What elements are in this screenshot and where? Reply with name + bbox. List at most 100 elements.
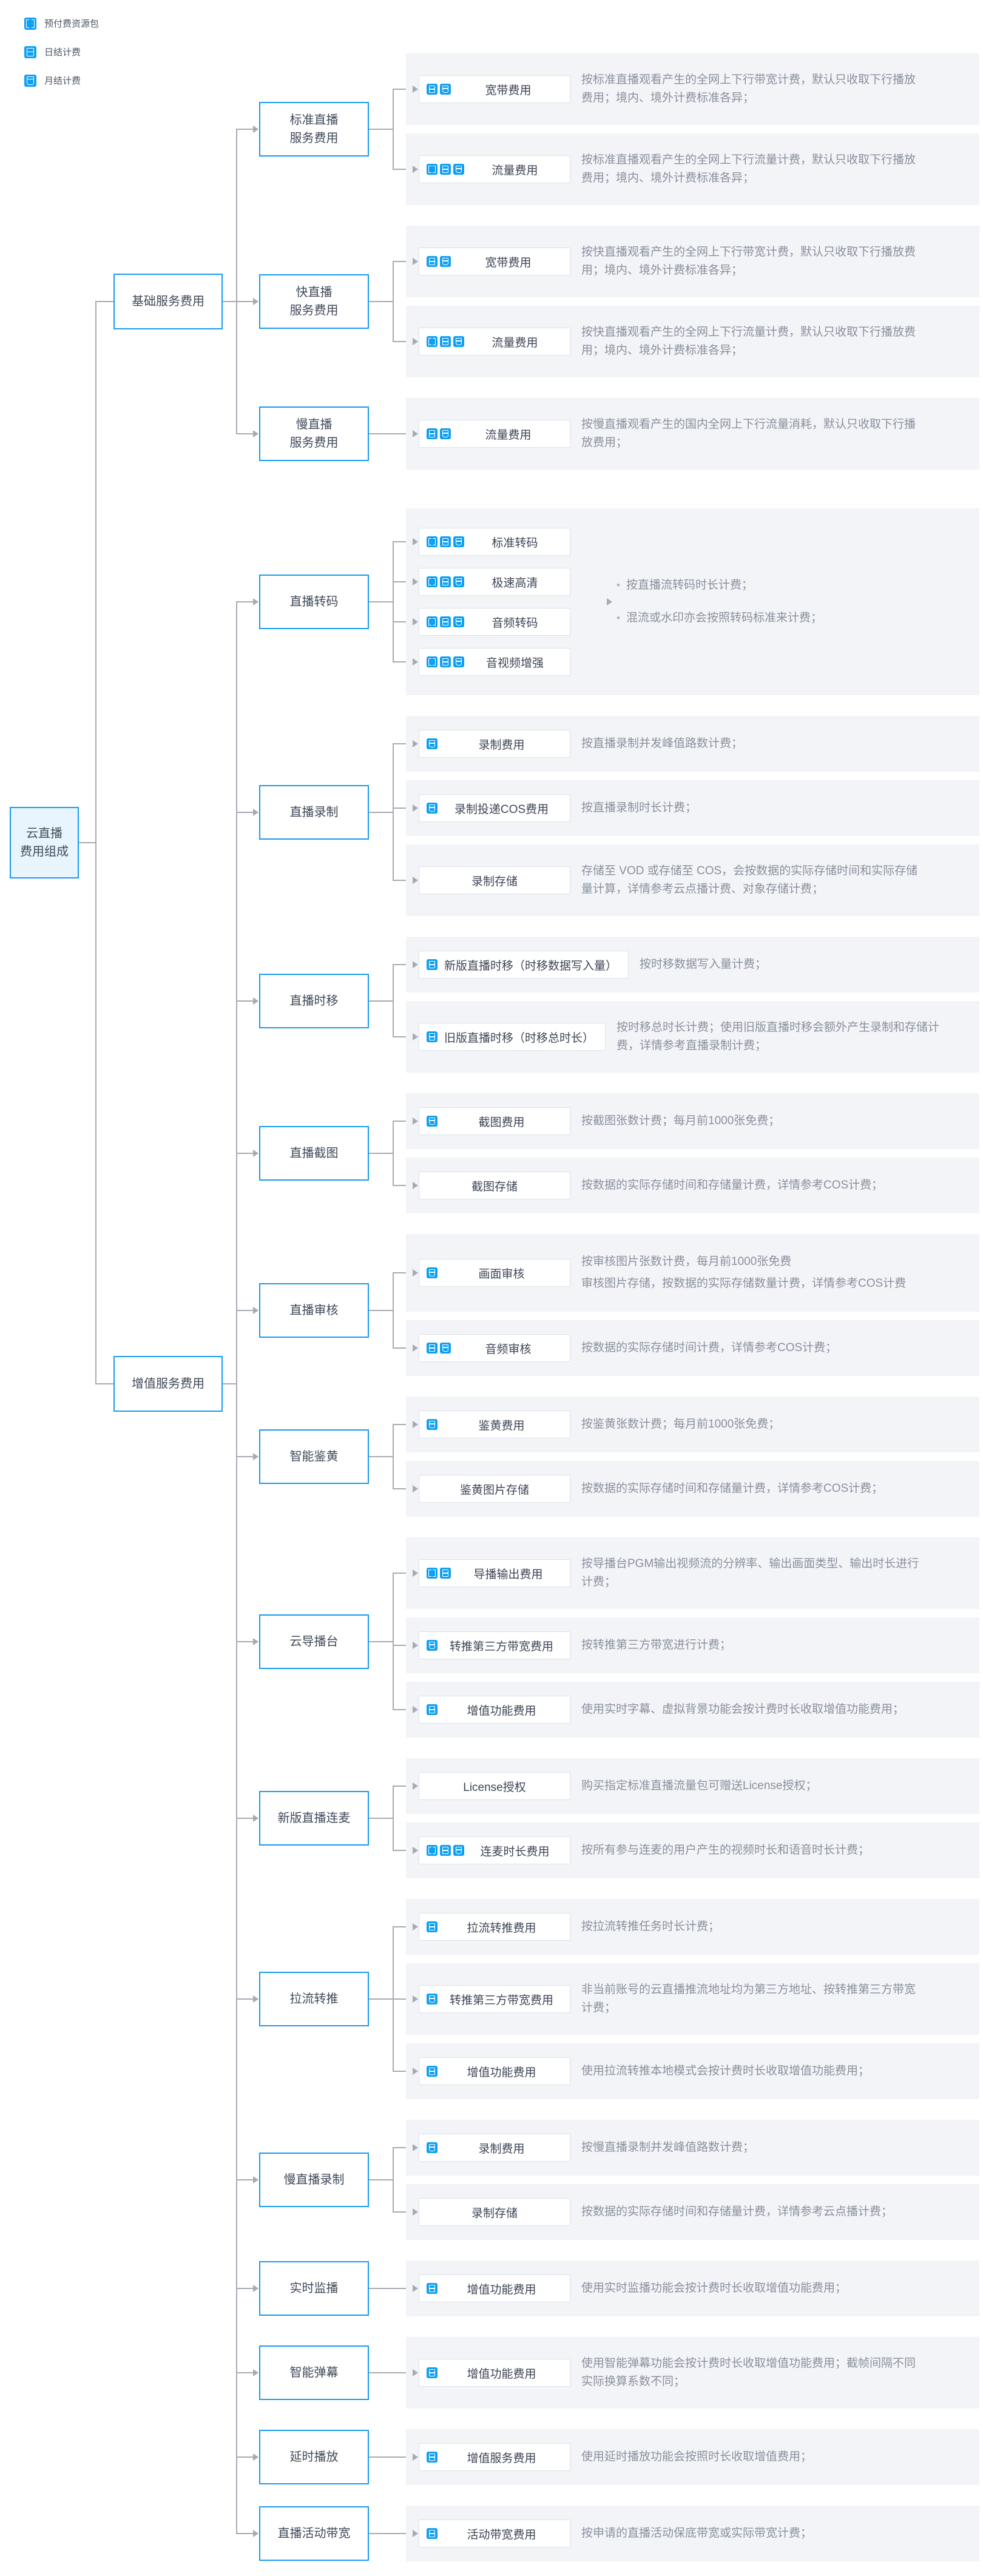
billing-icons	[427, 164, 464, 175]
connector-line	[236, 129, 237, 434]
connector-line	[369, 2456, 413, 2458]
leaf-box: 录制投递COS费用	[419, 794, 570, 822]
leaf-box: 流量费用	[419, 420, 570, 448]
legend-label: 预付费资源包	[44, 19, 100, 29]
leaf-box: 宽带费用	[419, 75, 570, 103]
connector-line	[369, 2179, 393, 2180]
fee-row: 连麦时长费用按所有参与连麦的用户产生的视频时长和语音时长计费；	[406, 1822, 979, 1878]
connector-line	[237, 301, 258, 302]
arrow-head-icon	[413, 1182, 418, 1189]
connector-line	[393, 341, 413, 342]
note-text: 按直播流转码时长计费；	[626, 579, 753, 592]
daily-icon	[427, 959, 437, 970]
billing-icons	[427, 1994, 437, 2004]
row-description: 按时移总时长计费；使用旧版直播时移会额外产生录制和存储计费，详情参考直播录制计费…	[616, 1021, 940, 1052]
arrow-head-icon	[253, 298, 258, 305]
billing-icons	[427, 536, 464, 547]
description-line: 按审核图片张数计费，每月前1000张免费	[581, 1255, 792, 1268]
billing-icons	[427, 959, 437, 970]
connector-line	[393, 1850, 413, 1851]
leaf-title: 录制存储	[471, 2207, 518, 2220]
arrow-head-icon	[413, 166, 418, 173]
fee-row: 转推第三方带宽费用非当前账号的云直播推流地址均为第三方地址、按转推第三方带宽计费…	[406, 1963, 979, 2035]
connector-line	[95, 301, 96, 1384]
leaf-title: 增值功能费用	[467, 1704, 536, 1718]
billing-icons	[427, 1568, 451, 1579]
billing-icons	[427, 576, 464, 587]
branch-node: 标准直播 服务费用	[259, 102, 369, 157]
package-icon	[427, 576, 437, 587]
connector-line	[393, 261, 413, 262]
billing-icons	[427, 1419, 437, 1430]
monthly-icon	[427, 1419, 437, 1430]
arrow-head-icon	[413, 2144, 418, 2151]
leaf-title: 旧版直播时移（时移总时长）	[444, 1031, 595, 1045]
leaf-title: 鉴黄费用	[478, 1419, 525, 1432]
billing-icons	[427, 84, 451, 95]
connector-line	[393, 964, 394, 1037]
connector-line	[393, 808, 413, 809]
arrow-head-icon	[413, 430, 418, 437]
fee-row: 拉流转推费用按拉流转推任务时长计费；	[406, 1899, 979, 1955]
fee-row: 录制存储存储至 VOD 或存储至 COS，会按数据的实际存储时间和实际存储量计算…	[406, 845, 979, 916]
connector-line	[393, 1709, 413, 1710]
group-node: 增值服务费用	[113, 1355, 223, 1412]
fee-row: 流量费用按慢直播观看产生的国内全网上下行流量消耗，默认只收取下行播放费用；	[406, 398, 979, 470]
monthly-icon	[427, 1640, 437, 1651]
arrow-head-icon	[413, 1570, 418, 1577]
fee-row: 流量费用按标准直播观看产生的全网上下行流量计费，默认只收取下行播放费用；境内、境…	[406, 133, 979, 205]
branch-node: 智能鉴黄	[259, 1429, 369, 1484]
daily-icon	[440, 576, 451, 587]
billing-icons	[427, 656, 464, 667]
row-description: 按拉流转推任务时长计费；	[581, 1920, 720, 1933]
leaf-title: 录制费用	[478, 738, 525, 752]
arrow-head-icon	[253, 1150, 258, 1157]
arrow-head-icon	[607, 598, 612, 605]
row-description: 按审核图片张数计费，每月前1000张免费审核图片存储，按数据的实际存储数量计费，…	[581, 1253, 906, 1293]
arrow-head-icon	[413, 877, 418, 884]
arrow-head-icon	[253, 1453, 258, 1460]
leaf-box: 录制存储	[419, 866, 570, 894]
package-icon	[427, 1568, 437, 1579]
fee-row: 截图费用按截图张数计费；每月前1000张免费；	[406, 1093, 979, 1149]
leaf-title: 音视频增强	[485, 656, 544, 670]
leaf-title: License授权	[463, 1781, 526, 1794]
billing-icons	[427, 2142, 437, 2153]
branch-node: 慢直播录制	[259, 2153, 369, 2207]
note-text: 混流或水印亦会按照转码标准来计费；	[626, 612, 822, 624]
connector-line	[393, 1424, 413, 1425]
arrow-head-icon	[253, 1995, 258, 2003]
leaf-box: 录制费用	[419, 730, 570, 758]
fee-row: 录制存储按数据的实际存储时间和存储量计费，详情参考云点播计费；	[406, 2184, 979, 2240]
monthly-icon	[24, 74, 36, 87]
billing-icons	[427, 1640, 437, 1651]
billing-icons	[427, 1921, 437, 1932]
arrow-head-icon	[413, 1923, 418, 1930]
legend-label: 日结计费	[44, 47, 81, 58]
leaf-title: 流量费用	[485, 428, 532, 442]
connector-line	[393, 1645, 413, 1646]
leaf-title: 录制费用	[478, 2142, 525, 2156]
arrow-head-icon	[413, 1782, 418, 1790]
package-icon	[427, 1845, 437, 1856]
connector-line	[393, 1488, 413, 1489]
connector-line	[237, 601, 258, 602]
arrow-head-icon	[413, 1706, 418, 1713]
connector-line	[369, 2372, 413, 2373]
leaf-box: 截图存储	[419, 1172, 570, 1199]
row-description: 使用延时播放功能会按照时长收取增值费用；	[581, 2450, 812, 2463]
connector-line	[369, 301, 393, 302]
branch-node: 新版直播连麦	[259, 1791, 369, 1846]
connector-line	[369, 433, 413, 434]
leaf-box: 宽带费用	[419, 248, 570, 275]
connector-line	[237, 1000, 258, 1002]
connector-line	[237, 811, 258, 813]
daily-icon	[440, 164, 451, 175]
daily-icon	[427, 84, 437, 95]
connector-line	[393, 1185, 413, 1186]
arrow-head-icon	[413, 740, 418, 747]
leaf-title: 流量费用	[492, 336, 538, 349]
fee-row: 增值功能费用使用实时字幕、虚拟背景功能会按计费时长收取增值功能费用；	[406, 1682, 979, 1738]
connector-line	[369, 1310, 393, 1311]
connector-line	[393, 89, 394, 170]
